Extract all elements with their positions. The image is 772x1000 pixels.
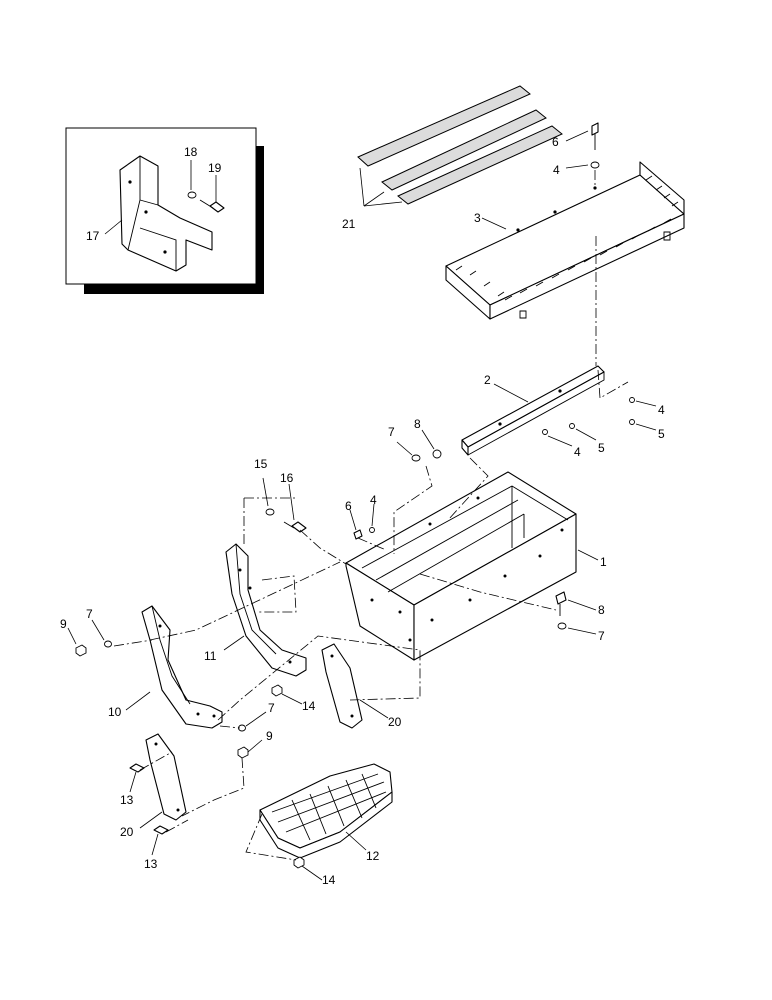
callout-7: 7	[598, 629, 605, 643]
step-box	[345, 471, 599, 661]
bracket-hardware-top	[262, 477, 307, 533]
callout-20: 20	[120, 825, 134, 839]
callout-8: 8	[598, 603, 605, 617]
grated-step-grid	[271, 773, 387, 841]
callout-9: 9	[60, 617, 67, 631]
callout-6: 6	[345, 499, 352, 513]
side-plate-right	[321, 643, 389, 729]
mounting-angle	[461, 365, 605, 456]
callout-1: 1	[600, 555, 607, 569]
callout-2: 2	[484, 373, 491, 387]
side-plate-left	[139, 733, 187, 829]
inset-bracket	[119, 155, 213, 272]
callout-19: 19	[208, 161, 222, 175]
callout-7: 7	[388, 425, 395, 439]
callout-11: 11	[204, 649, 217, 663]
callout-9: 9	[266, 729, 273, 743]
callout-12: 12	[366, 849, 380, 863]
callout-4: 4	[574, 445, 581, 459]
callout-6: 6	[552, 135, 559, 149]
callout-5: 5	[598, 441, 605, 455]
callout-10: 10	[108, 705, 122, 719]
callout-8: 8	[414, 417, 421, 431]
callout-15: 15	[254, 457, 268, 471]
inset-detail	[65, 127, 264, 294]
bracket-10	[125, 605, 223, 729]
callout-13: 13	[120, 793, 134, 807]
angle-hardware	[542, 397, 657, 447]
callout-7: 7	[268, 701, 275, 715]
callout-labels: 1 2 3 4 4 4 4 5 5 6 6 7 7 7 7 8 8 9 9 10…	[60, 135, 665, 887]
callout-4: 4	[370, 493, 377, 507]
callout-17: 17	[86, 229, 100, 243]
callout-18: 18	[184, 145, 198, 159]
callout-21: 21	[342, 217, 356, 231]
grated-step	[259, 763, 393, 859]
inset-washer	[187, 191, 197, 199]
callout-14: 14	[322, 873, 336, 887]
bracket-11	[223, 543, 307, 677]
alignment-lines	[113, 236, 629, 861]
step-hardware-bottom	[293, 856, 323, 881]
callout-20: 20	[388, 715, 402, 729]
box-hardware	[349, 429, 597, 635]
callout-16: 16	[280, 471, 294, 485]
callout-4: 4	[553, 163, 560, 177]
callout-4: 4	[658, 403, 665, 417]
tread-strips	[357, 85, 563, 207]
callout-7: 7	[86, 607, 93, 621]
callout-14: 14	[302, 699, 316, 713]
callout-13: 13	[144, 857, 158, 871]
inset-bolt	[199, 199, 225, 213]
callout-5: 5	[658, 427, 665, 441]
bracket-hardware-mid	[237, 684, 303, 759]
bracket-hardware-left	[67, 619, 112, 657]
step-plate	[445, 161, 685, 320]
callout-3: 3	[474, 211, 481, 225]
plate-hardware	[565, 122, 600, 185]
